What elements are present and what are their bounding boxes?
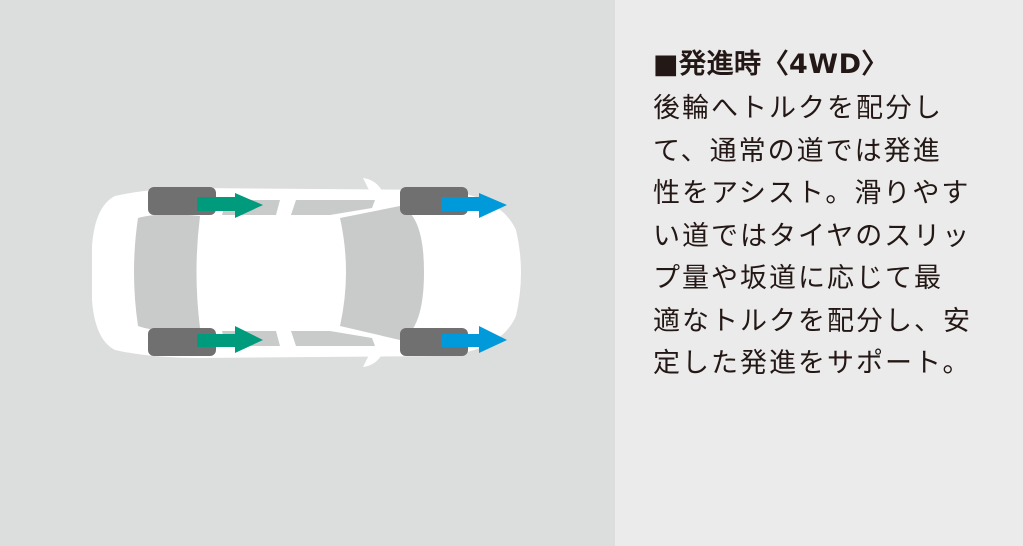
description-line: て、通常の道では発進	[653, 135, 942, 167]
description-line: 適なトルクを配分し、安	[653, 305, 972, 337]
description-line: 定した発進をサポート。	[653, 348, 972, 379]
car-illustration-panel	[0, 0, 615, 546]
description-panel: ■発進時〈4WD〉 後輪へトルクを配分し て、通常の道では発進 性をアシスト。滑…	[615, 0, 1023, 546]
description-line: プ量や坂道に応じて最	[653, 263, 943, 294]
side-window-bottom-front	[291, 331, 375, 346]
torque-arrow-front-left	[441, 193, 507, 218]
windshield	[340, 206, 424, 340]
rear-window	[134, 214, 200, 331]
description-line: 後輪へトルクを配分し	[653, 93, 943, 124]
description-text: 後輪へトルクを配分し て、通常の道では発進 性をアシスト。滑りやす い道ではタイ…	[653, 88, 993, 386]
description-line: 性をアシスト。滑りやす	[653, 178, 971, 209]
section-heading: ■発進時〈4WD〉	[653, 49, 889, 80]
torque-arrow-rear-left	[197, 193, 263, 218]
torque-arrow-rear-right	[197, 326, 263, 353]
car-diagram	[92, 178, 521, 367]
description-line: い道ではタイヤのスリッ	[653, 220, 972, 252]
side-window-top-front	[291, 200, 375, 215]
torque-arrow-front-right	[441, 326, 507, 353]
